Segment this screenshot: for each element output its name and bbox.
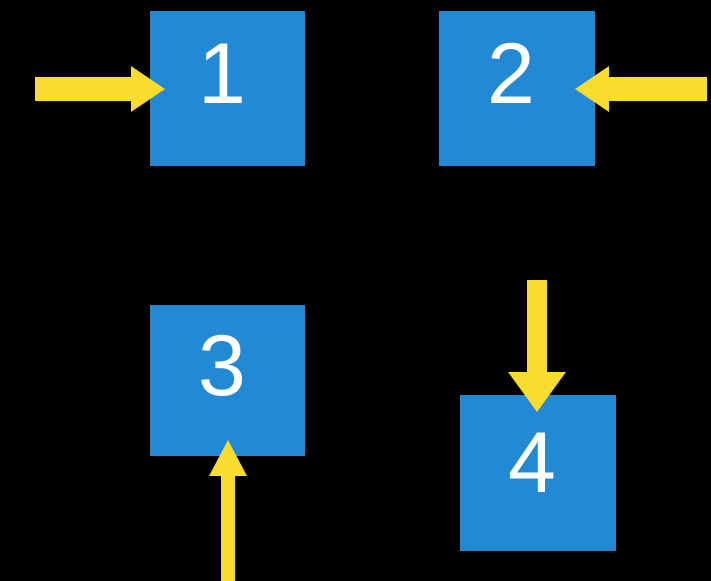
node-box-1[interactable] <box>150 11 305 166</box>
arrow-left-into-node-2 <box>575 66 707 112</box>
node-label-1: 1 <box>198 26 246 122</box>
node-label-3: 3 <box>198 318 246 414</box>
arrow-up-into-node-3 <box>209 440 247 581</box>
node-box-3[interactable] <box>150 305 305 456</box>
arrow-down-into-node-4 <box>508 280 566 412</box>
node-box-4[interactable] <box>460 395 616 551</box>
arrow-right-into-node-1 <box>35 66 165 112</box>
node-label-2: 2 <box>487 26 535 122</box>
node-label-4: 4 <box>508 415 556 511</box>
node-box-2[interactable] <box>439 11 595 166</box>
